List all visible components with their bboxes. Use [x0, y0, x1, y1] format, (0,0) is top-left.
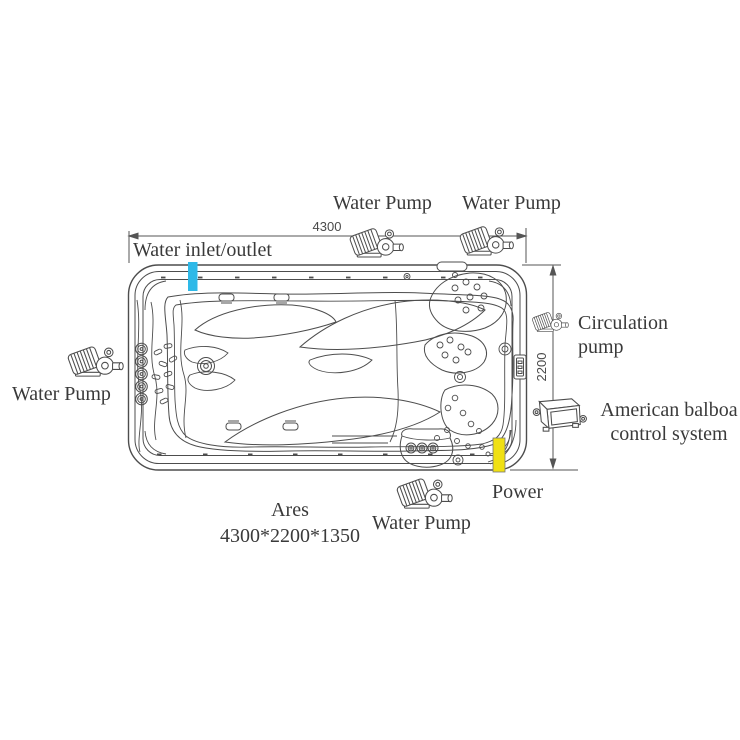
water-pump-icon-top-left	[348, 227, 404, 258]
product-info: Ares 4300*2200*1350	[205, 497, 375, 549]
water-pump-icon-top-right	[458, 225, 514, 256]
bottom-seat	[399, 428, 454, 468]
mini-jets	[151, 343, 178, 405]
length-dimension	[127, 228, 528, 263]
keypad-icon	[513, 354, 527, 380]
grab-handles	[218, 293, 299, 431]
pool-interior	[150, 291, 517, 465]
headrest-pillow	[436, 261, 468, 278]
label-water-pump-bottom: Water Pump	[372, 512, 471, 534]
filter-icon	[197, 357, 215, 375]
seat-jets	[434, 278, 512, 466]
label-power: Power	[492, 481, 544, 503]
swim-jet-column	[135, 342, 148, 406]
seat-areas	[423, 272, 507, 436]
label-water-pump-top-right: Water Pump	[462, 192, 561, 214]
rim-fitting-icon	[403, 273, 411, 280]
label-water-pump-left: Water Pump	[12, 383, 111, 405]
product-size: 4300*2200*1350	[220, 525, 360, 547]
power-marker	[492, 437, 506, 473]
label-circulation-pump: Circulation pump	[578, 312, 668, 358]
label-water-inlet-outlet: Water inlet/outlet	[133, 239, 272, 261]
circulation-pump-icon	[531, 311, 569, 332]
product-name: Ares	[271, 499, 309, 521]
rim-clips	[157, 276, 483, 456]
balboa-control-box-icon	[532, 398, 587, 432]
label-control-system: American balboa control system	[600, 399, 738, 445]
label-water-pump-top-left: Water Pump	[333, 192, 432, 214]
width-dimension	[510, 264, 578, 471]
water-pump-icon-bottom	[395, 477, 453, 509]
length-value: 4300	[313, 219, 342, 234]
water-pump-icon-left	[66, 345, 124, 377]
width-value: 2200	[534, 353, 549, 382]
water-inlet-marker	[188, 262, 198, 291]
